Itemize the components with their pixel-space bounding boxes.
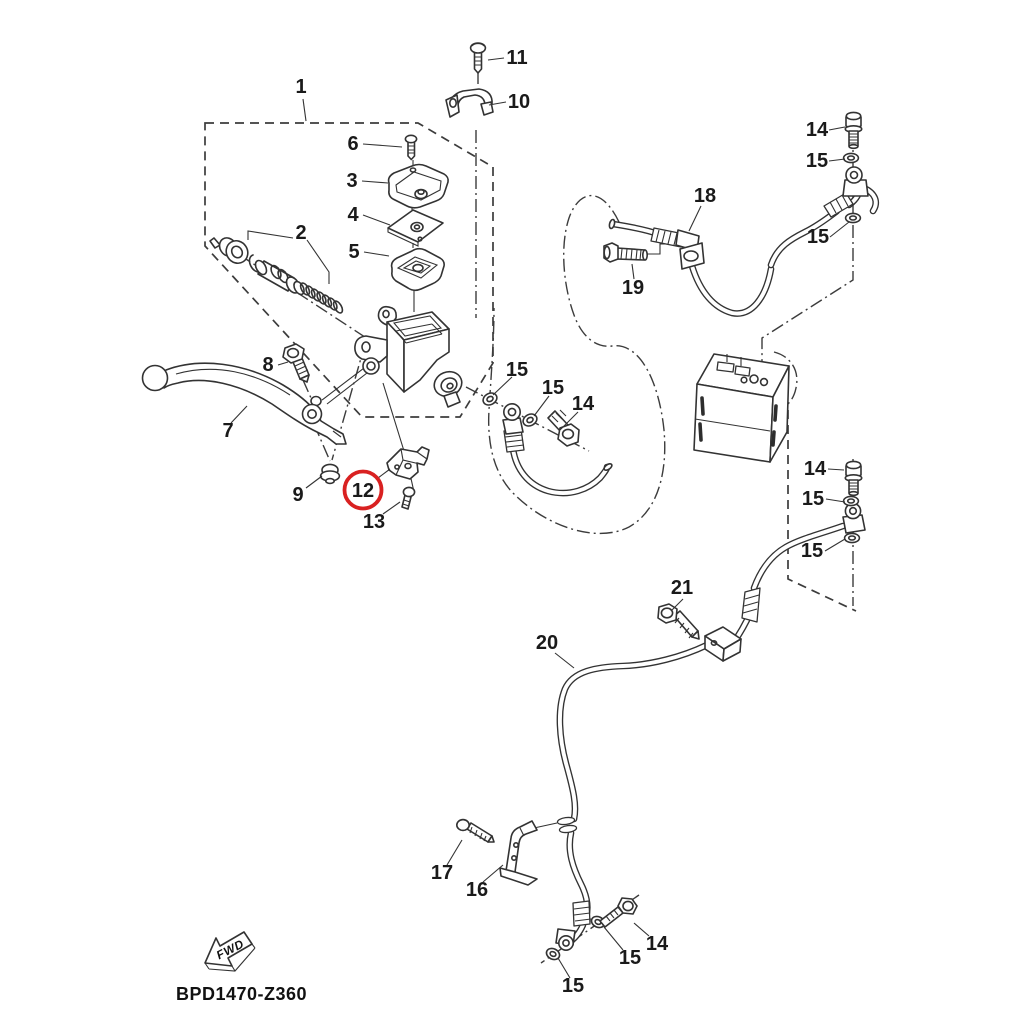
hose-grouping-balloon [487, 194, 666, 535]
part-5-diaphragm [390, 247, 445, 292]
callout-15-top-2[interactable]: 15 [807, 226, 829, 248]
callout-6[interactable]: 6 [347, 133, 358, 155]
part-7-brake-lever [141, 362, 347, 445]
part-9-nut [319, 463, 341, 485]
callout-15-mc-2[interactable]: 15 [542, 377, 564, 399]
callout-14-top[interactable]: 14 [806, 119, 829, 141]
callout-15-bottom-2[interactable]: 15 [562, 975, 584, 997]
part-3-reservoir-cap [387, 163, 449, 209]
callout-15-mc-1[interactable]: 15 [506, 359, 528, 381]
master-cylinder-hose-stub [502, 402, 613, 497]
part-6-screw [404, 134, 418, 161]
part1-boundary-box [204, 122, 494, 418]
callout-12-highlighted[interactable]: 12 [352, 480, 374, 502]
callout-8[interactable]: 8 [262, 354, 273, 376]
callout-21[interactable]: 21 [671, 577, 693, 599]
part-14-union-bolt-top [844, 111, 863, 150]
callout-14-mc[interactable]: 14 [572, 393, 595, 415]
callout-11[interactable]: 11 [506, 47, 527, 69]
banjo-fitting-bottom [555, 928, 576, 951]
callout-9[interactable]: 9 [292, 484, 303, 506]
brake-hoses [502, 183, 879, 947]
callout-7[interactable]: 7 [222, 420, 233, 442]
part-16-hose-bracket [499, 820, 538, 886]
right-side-parts [455, 242, 700, 886]
banjo-fitting-top-right [842, 166, 869, 197]
callout-15-mid-2[interactable]: 15 [801, 540, 823, 562]
callout-20[interactable]: 20 [536, 632, 558, 654]
hose-fittings [482, 111, 869, 961]
part-2-cylinder-kit [209, 237, 344, 314]
callout-5[interactable]: 5 [348, 241, 359, 263]
part-15-washer-bottom-left [545, 947, 561, 961]
part-13-screw [401, 486, 416, 510]
part-14-union-bolt-bottom [599, 897, 638, 928]
part-15-washer-mc-1 [482, 392, 498, 406]
abs-hydraulic-unit [693, 353, 790, 463]
banjo-fitting-mid-right [842, 502, 866, 534]
part-4-diaphragm-plate [387, 209, 444, 247]
part-17-bolt [455, 818, 495, 843]
callout-13[interactable]: 13 [363, 511, 385, 533]
part-18-front-brake-hose [608, 183, 879, 317]
callout-leader-lines [230, 57, 850, 979]
part-14-union-bolt-mid [844, 460, 863, 497]
part-21-bolt [657, 603, 700, 640]
callout-14-bottom[interactable]: 14 [646, 933, 669, 955]
callout-15-bottom-1[interactable]: 15 [619, 947, 641, 969]
callout-4[interactable]: 4 [347, 204, 359, 226]
callout-15-top-1[interactable]: 15 [806, 150, 828, 172]
part-15-washer-top-1 [842, 152, 860, 164]
part-20-rear-brake-hose [556, 522, 847, 947]
part-15-washer-mid-1 [842, 495, 860, 507]
callout-18[interactable]: 18 [694, 185, 716, 207]
callout-2[interactable]: 2 [295, 222, 306, 244]
fwd-direction-arrow: FWD [204, 931, 256, 972]
callout-1[interactable]: 1 [295, 76, 306, 98]
highlight-circle-part-12 [342, 469, 384, 511]
callout-10[interactable]: 10 [508, 91, 530, 113]
master-cylinder-assembly [141, 42, 494, 510]
part-10-handlebar-clamp [445, 88, 494, 118]
callout-16[interactable]: 16 [466, 879, 488, 901]
callout-19[interactable]: 19 [622, 277, 644, 299]
part-19-bolt [603, 242, 648, 263]
part-2-spring [299, 282, 344, 314]
callout-14-mid[interactable]: 14 [804, 458, 827, 480]
part-11-screw [469, 42, 487, 74]
diagram-code: BPD1470-Z360 [176, 984, 307, 1004]
part-15-washer-mid-2 [843, 532, 861, 544]
callout-labels: 1 11 10 6 3 4 5 2 14 15 18 15 19 8 15 15… [222, 47, 829, 997]
part-12-hose-bracket [386, 446, 430, 480]
callout-3[interactable]: 3 [346, 170, 357, 192]
part-15-washer-mc-2 [522, 413, 538, 427]
callout-17[interactable]: 17 [431, 862, 453, 884]
part-15-washer-top-2 [844, 212, 862, 224]
part-8-pivot-bolt [282, 343, 310, 383]
master-cylinder-body [354, 305, 463, 408]
callout-15-mid-1[interactable]: 15 [802, 488, 824, 510]
